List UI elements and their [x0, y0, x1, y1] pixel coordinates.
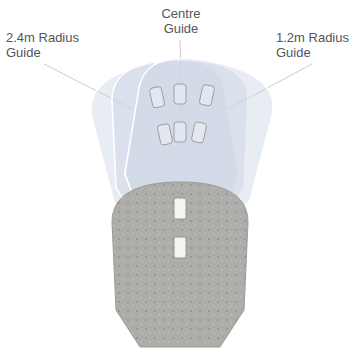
kerb-block — [112, 182, 248, 347]
guide-slot — [149, 84, 215, 145]
guide-ghost — [83, 48, 280, 240]
guide-label: Centre Guide — [148, 6, 214, 36]
guide-label: 2.4m Radius Guide — [6, 30, 80, 60]
guide-label: 1.2m Radius Guide — [276, 30, 356, 60]
